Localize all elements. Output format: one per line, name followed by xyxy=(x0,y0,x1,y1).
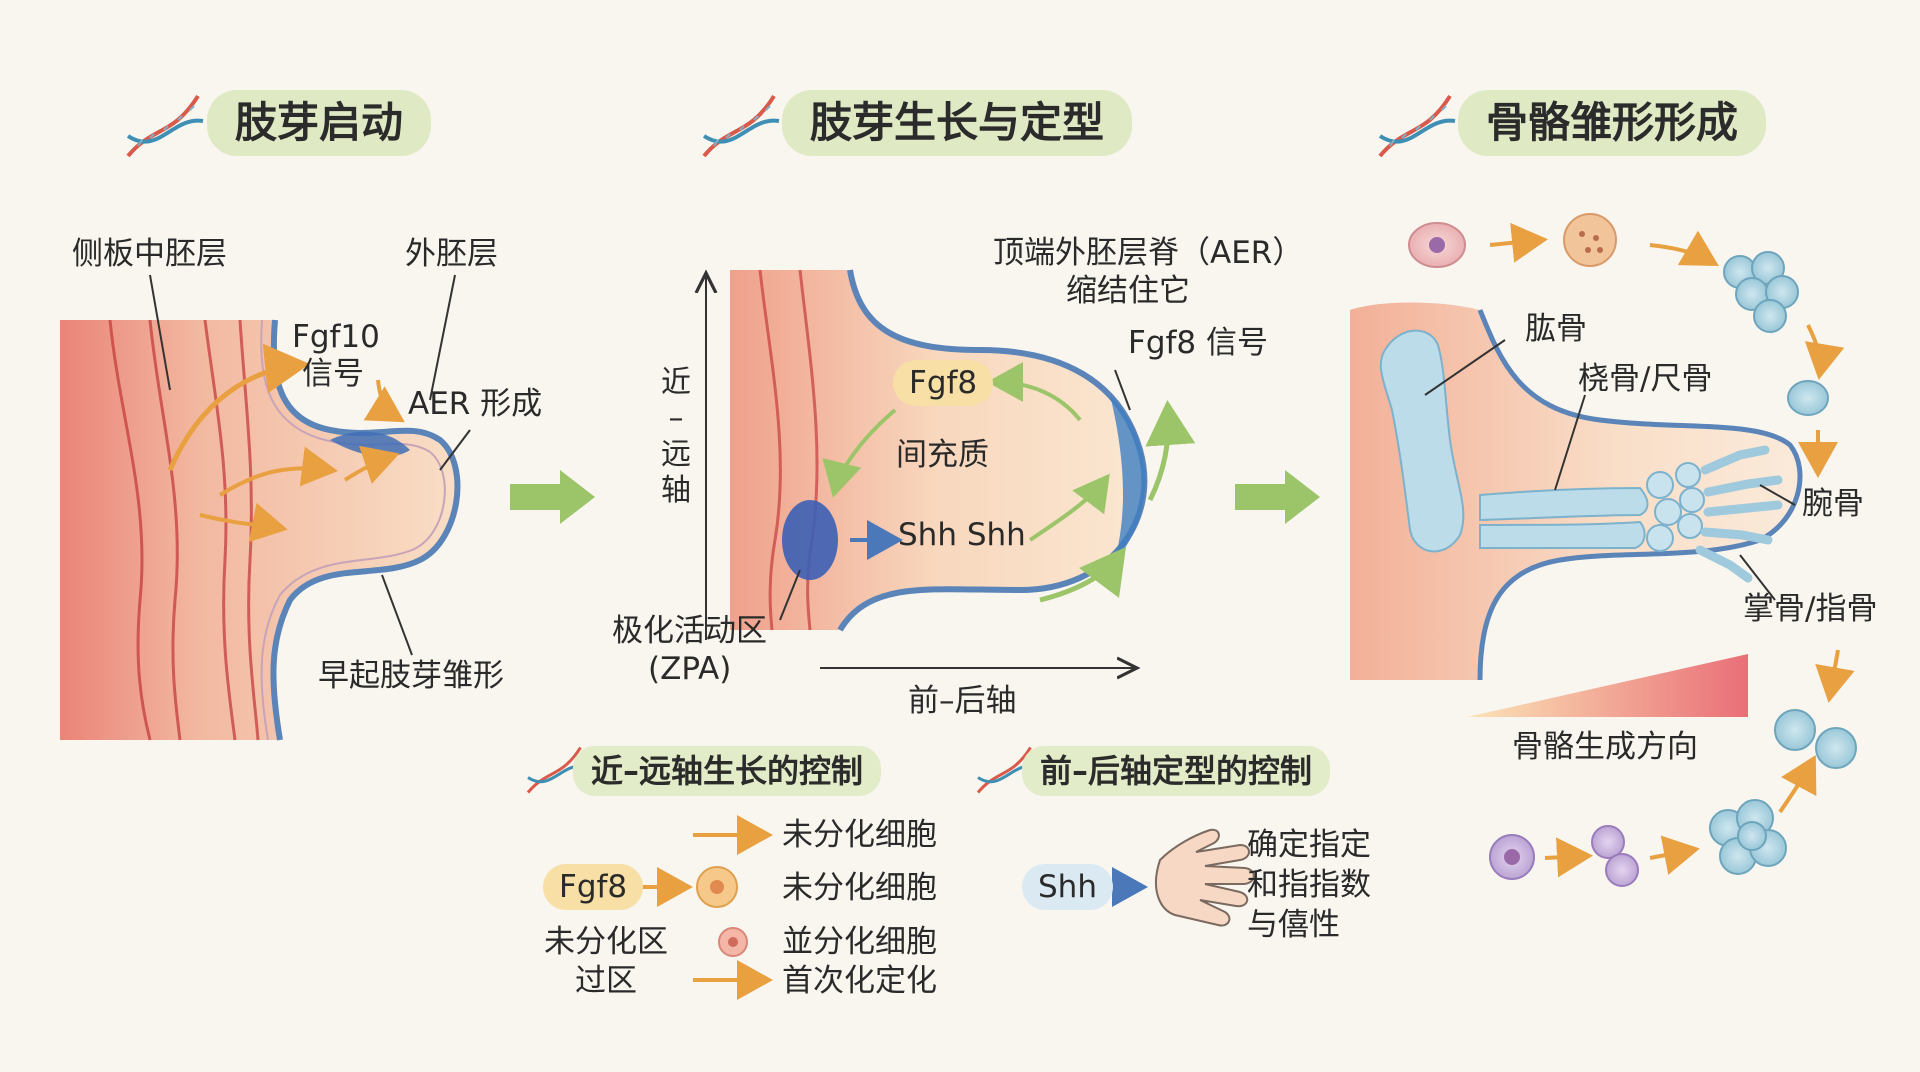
label-pd-axis: 近 – 远 轴 xyxy=(661,365,691,508)
label-aer-sub: 缩结住它 xyxy=(1066,273,1190,309)
label-fgf8: Fgf8 xyxy=(893,360,994,406)
legend-pd-region: 未分化区 xyxy=(544,924,668,960)
legend-pd-region-sub: 过区 xyxy=(575,963,637,999)
legend-ap-graphics xyxy=(1100,828,1255,927)
dna-icon xyxy=(702,94,780,158)
label-carpal: 腕骨 xyxy=(1802,486,1864,522)
label-ossification-direction: 骨骼生成方向 xyxy=(1512,729,1698,765)
legend-ap-text1: 确定指定 xyxy=(1247,827,1371,863)
label-ectoderm: 外胚层 xyxy=(405,236,498,272)
label-metacarpal-phalanges: 掌骨/指骨 xyxy=(1743,591,1878,627)
label-fgf10-signal: 信号 xyxy=(302,356,364,392)
dna-icon xyxy=(1378,94,1456,158)
legend-ap-text3: 与僖性 xyxy=(1247,907,1340,943)
hand-icon xyxy=(1155,828,1255,927)
legend-ap-shh: Shh xyxy=(1022,864,1113,910)
label-mesenchyme: 间充质 xyxy=(896,437,989,473)
panel2-tissue xyxy=(706,270,1196,668)
label-humerus: 肱骨 xyxy=(1525,311,1587,347)
legend-pd-graphics xyxy=(640,815,773,1000)
dna-icon xyxy=(126,94,204,158)
panel-title-growth: 肢芽生长与定型 xyxy=(782,90,1133,156)
legend-pd-title: 近–远轴生长的控制 xyxy=(573,746,882,796)
panel-title-initiation: 肢芽启动 xyxy=(207,90,432,156)
label-radius-ulna: 桡骨/尺骨 xyxy=(1578,361,1713,397)
label-zpa-abbr: (ZPA) xyxy=(648,651,732,687)
label-zpa: 极化活动区 xyxy=(612,613,767,649)
legend-ap-text2: 和指指数 xyxy=(1247,867,1371,903)
panel1-tissue xyxy=(60,274,471,741)
legend-pd-row4: 首次化定化 xyxy=(782,963,937,999)
legend-pd-row1: 未分化细胞 xyxy=(782,817,937,853)
step-arrow xyxy=(1235,470,1320,524)
label-ap-axis: 前–后轴 xyxy=(908,683,1017,719)
legend-pd-fgf8: Fgf8 xyxy=(543,864,644,910)
panel3-tissue xyxy=(1350,302,1803,717)
legend-ap-title: 前–后轴定型的控制 xyxy=(1022,746,1331,796)
label-fgf10: Fgf10 xyxy=(292,319,380,355)
label-shh: Shh Shh xyxy=(898,517,1026,553)
legend-pd-row3: 並分化细胞 xyxy=(782,924,937,960)
panel-title-skeleton: 骨骼雏形形成 xyxy=(1458,90,1767,156)
ossification-direction-wedge xyxy=(1467,654,1748,717)
label-fgf8-signal: Fgf8 信号 xyxy=(1128,325,1268,361)
legend-pd-row2: 未分化细胞 xyxy=(782,870,937,906)
label-aer-formation: AER 形成 xyxy=(408,386,543,422)
label-lateral-plate-mesoderm: 侧板中胚层 xyxy=(72,236,227,272)
cell-cycle xyxy=(1408,213,1857,887)
step-arrow xyxy=(510,470,595,524)
label-early-limb-bud: 早起肢芽雏形 xyxy=(318,658,504,694)
label-aer: 顶端外胚层脊（AER） xyxy=(993,235,1304,271)
